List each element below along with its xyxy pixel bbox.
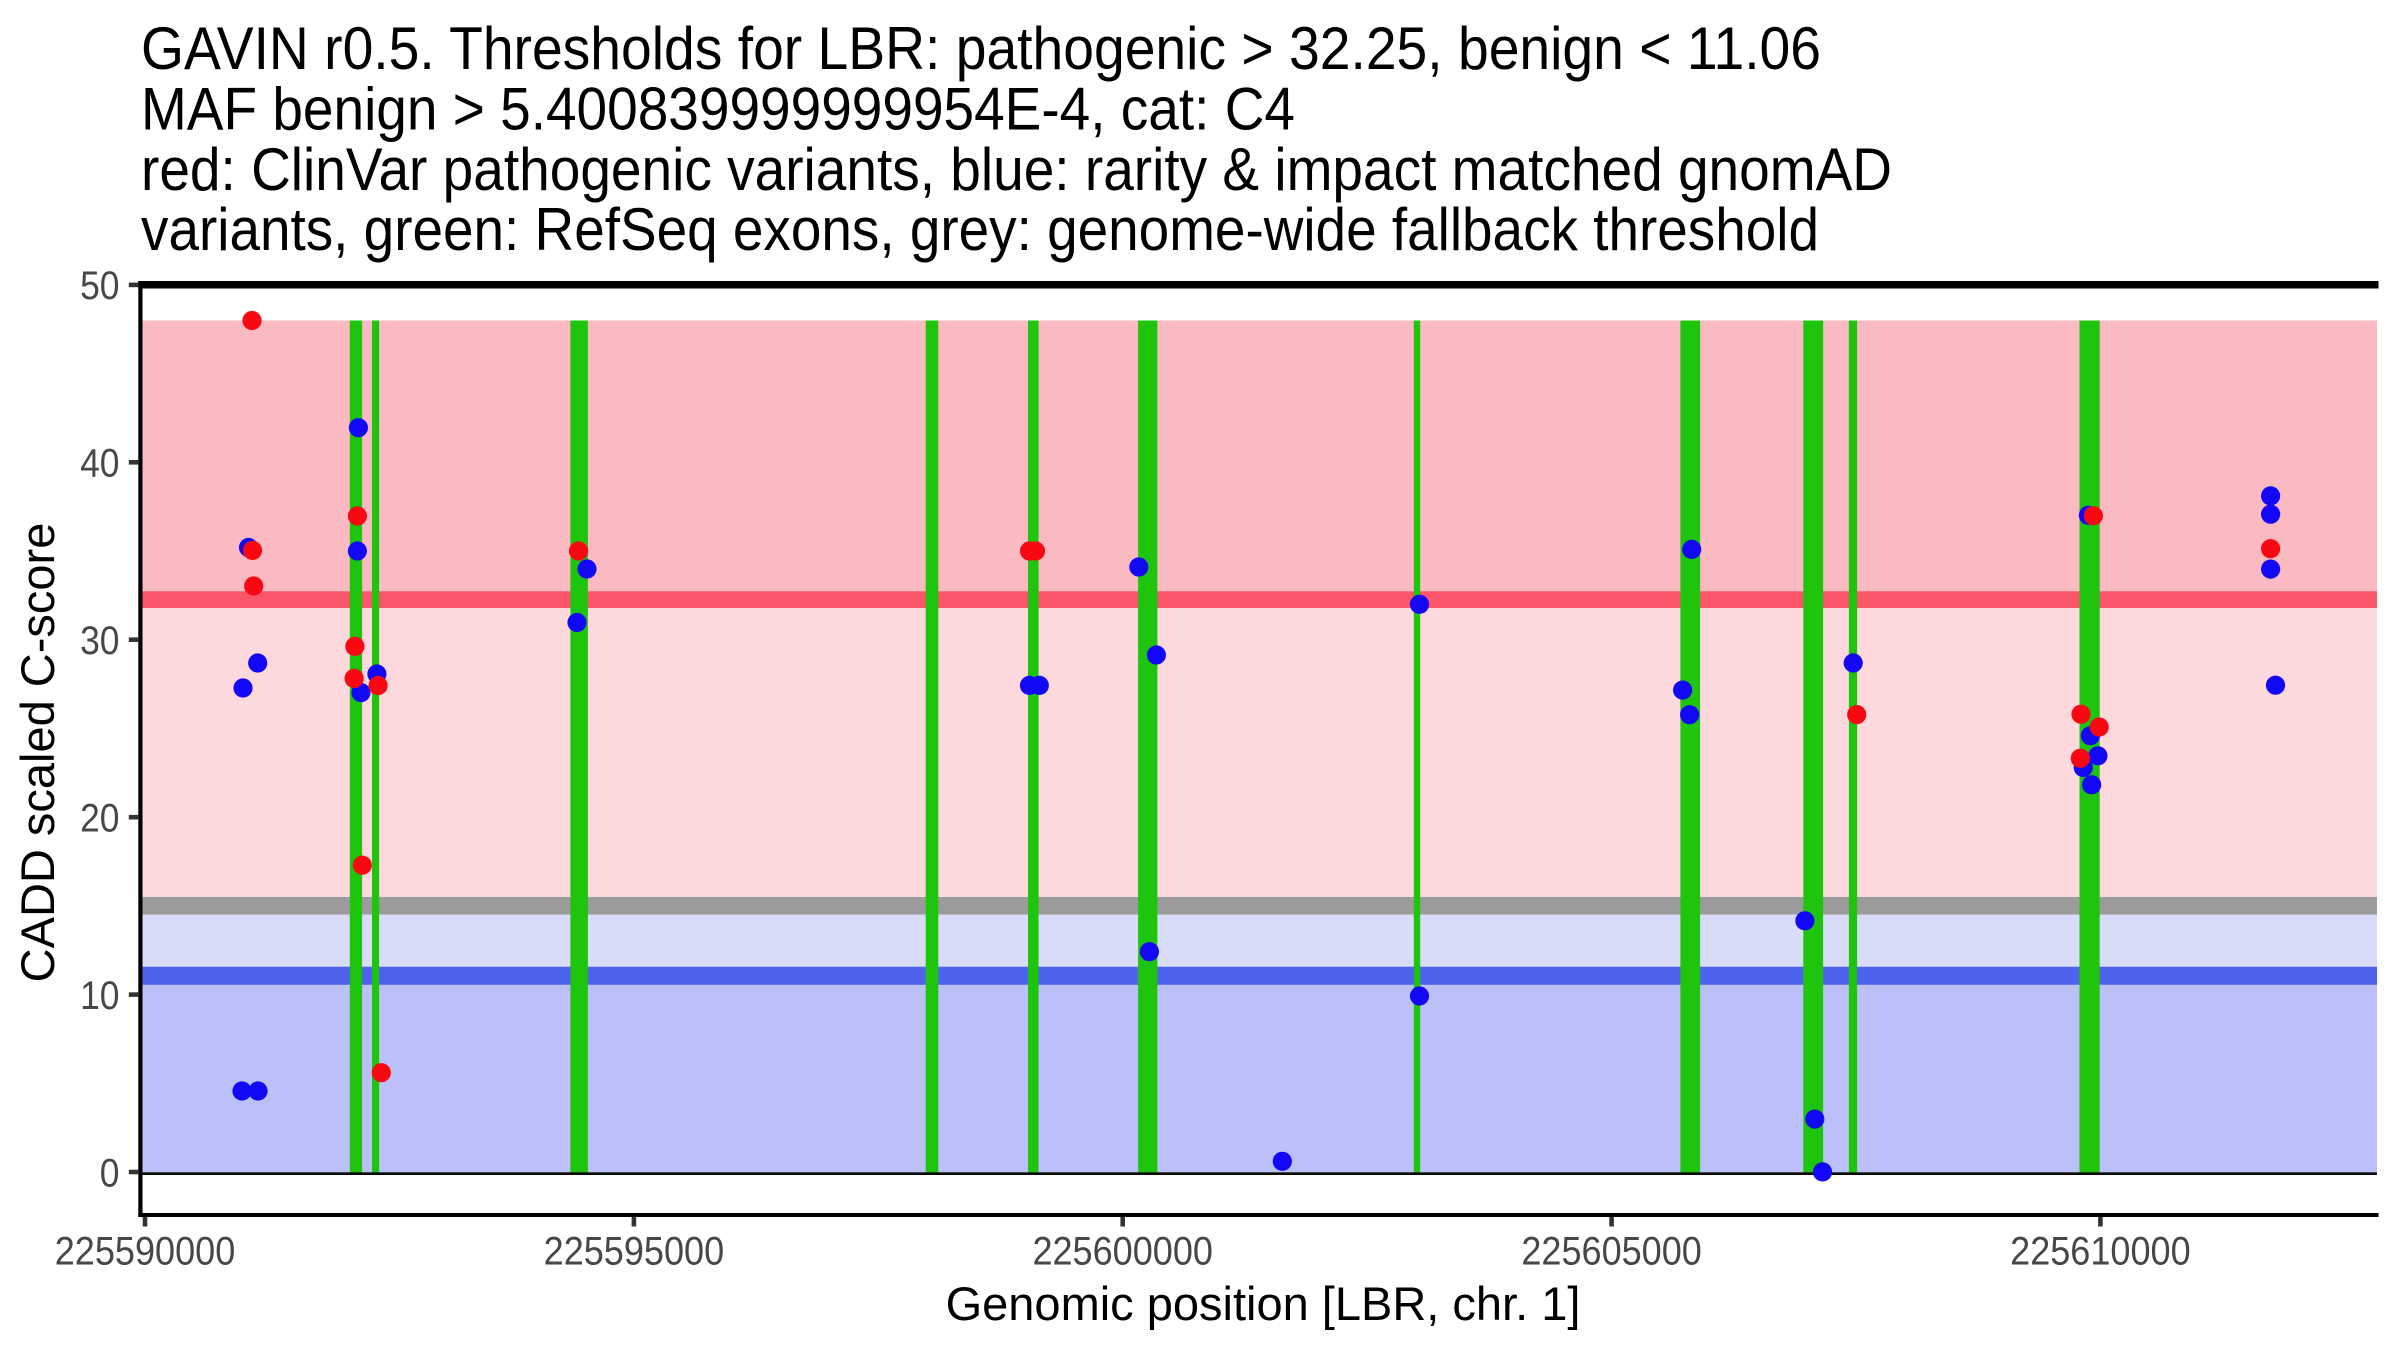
svg-text:225590000: 225590000 xyxy=(55,1230,236,1274)
svg-text:225610000: 225610000 xyxy=(2010,1230,2191,1274)
svg-text:20: 20 xyxy=(80,797,119,841)
svg-text:Genomic position [LBR, chr. 1]: Genomic position [LBR, chr. 1] xyxy=(946,1277,1581,1330)
svg-text:0: 0 xyxy=(100,1151,120,1195)
svg-text:40: 40 xyxy=(80,442,119,486)
svg-text:225595000: 225595000 xyxy=(544,1230,725,1274)
svg-text:variants, green: RefSeq exons,: variants, green: RefSeq exons, grey: gen… xyxy=(141,196,1819,263)
svg-text:30: 30 xyxy=(80,619,119,663)
svg-text:red: ClinVar pathogenic varian: red: ClinVar pathogenic variants, blue: … xyxy=(141,136,1892,203)
svg-text:225600000: 225600000 xyxy=(1032,1230,1213,1274)
svg-text:50: 50 xyxy=(80,264,119,308)
svg-text:CADD scaled C-score: CADD scaled C-score xyxy=(11,523,64,983)
svg-text:225605000: 225605000 xyxy=(1521,1230,1702,1274)
svg-text:GAVIN r0.5. Thresholds for LBR: GAVIN r0.5. Thresholds for LBR: pathogen… xyxy=(141,15,1821,82)
svg-text:10: 10 xyxy=(80,974,119,1018)
svg-text:MAF benign > 5.400839999999954: MAF benign > 5.400839999999954E-4, cat: … xyxy=(141,75,1295,142)
